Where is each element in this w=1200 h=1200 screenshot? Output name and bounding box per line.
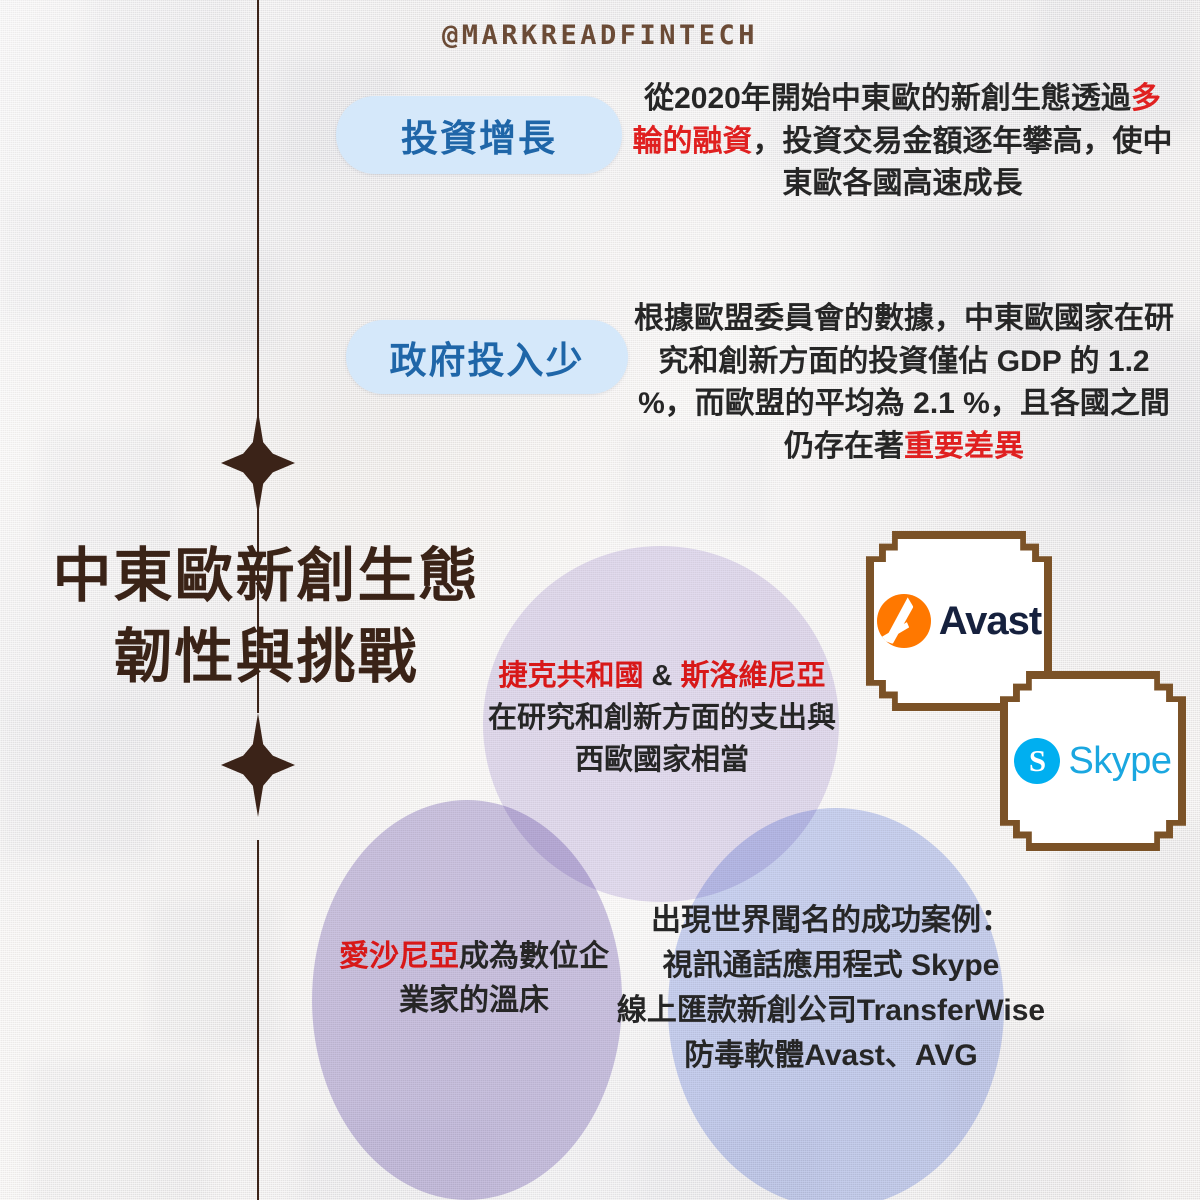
page-title-line1: 中東歐新創生態: [52, 543, 480, 609]
section-1-highlight: 多輪的融資: [632, 82, 1161, 158]
account-handle: @MARKREADFINTECH: [441, 20, 759, 51]
pill-low-government-input[interactable]: 政府投入少: [346, 320, 628, 394]
venn-right-line2: 視訊通話應用程式 Skype: [662, 949, 1000, 982]
page-title: 中東歐新創生態 韌性與挑戰: [26, 536, 506, 699]
venn-right-line1: 出現世界聞名的成功案例：: [651, 904, 1011, 937]
venn-left-rest: 成為數位企業家的溫床: [399, 940, 609, 1017]
pill-investment-growth[interactable]: 投資增長: [336, 96, 622, 174]
section-2-body: 根據歐盟委員會的數據，中東歐國家在研究和創新方面的投資僅佔 GDP 的 1.2 …: [628, 298, 1180, 468]
page-title-line2: 韌性與挑戰: [113, 624, 419, 691]
avast-logo-icon: [876, 594, 931, 648]
venn-top-highlight-1: 捷克共和國: [498, 660, 644, 692]
skype-logo-card[interactable]: S Skype: [1008, 679, 1178, 843]
venn-circle-left: [312, 800, 622, 1200]
section-1-text-part2: ，投資交易金額逐年攀高，使中東歐各國高速成長: [752, 124, 1173, 201]
section-1-text-part1: 從2020年開始中東歐的新創生態透過: [644, 82, 1131, 115]
venn-top-ampersand: &: [643, 660, 681, 692]
vertical-divider-top: [257, 0, 259, 426]
vertical-divider-mid: [257, 503, 259, 713]
section-2-text-part1: 根據歐盟委員會的數據，中東歐國家在研究和創新方面的投資僅佔 GDP 的 1.2 …: [634, 302, 1174, 463]
venn-top-highlight-2: 斯洛維尼亞: [680, 660, 826, 692]
venn-circle-right: [668, 808, 1004, 1200]
section-2-highlight: 重要差異: [904, 429, 1024, 463]
venn-right-text: 出現世界聞名的成功案例： 視訊通話應用程式 Skype 線上匯款新創公司Tran…: [598, 898, 1064, 1078]
venn-top-rest: 在研究和創新方面的支出與西歐國家相當: [487, 702, 836, 777]
venn-right-line3: 線上匯款新創公司TransferWise: [616, 994, 1046, 1027]
avast-logo-card[interactable]: Avast: [874, 539, 1044, 703]
skype-wordmark: Skype: [1068, 739, 1172, 782]
venn-right-line4: 防毒軟體Avast、AVG: [684, 1039, 978, 1072]
venn-left-highlight: 愛沙尼亞: [339, 940, 459, 973]
avast-wordmark: Avast: [938, 598, 1042, 643]
skype-logo-icon: S: [1014, 738, 1061, 784]
venn-left-text: 愛沙尼亞成為數位企業家的溫床: [330, 935, 618, 1022]
vertical-divider-bottom: [257, 840, 259, 1200]
section-1-body: 從2020年開始中東歐的新創生態透過多輪的融資，投資交易金額逐年攀高，使中東歐各…: [630, 78, 1175, 206]
venn-top-text: 捷克共和國 & 斯洛維尼亞在研究和創新方面的支出與西歐國家相當: [486, 655, 838, 781]
